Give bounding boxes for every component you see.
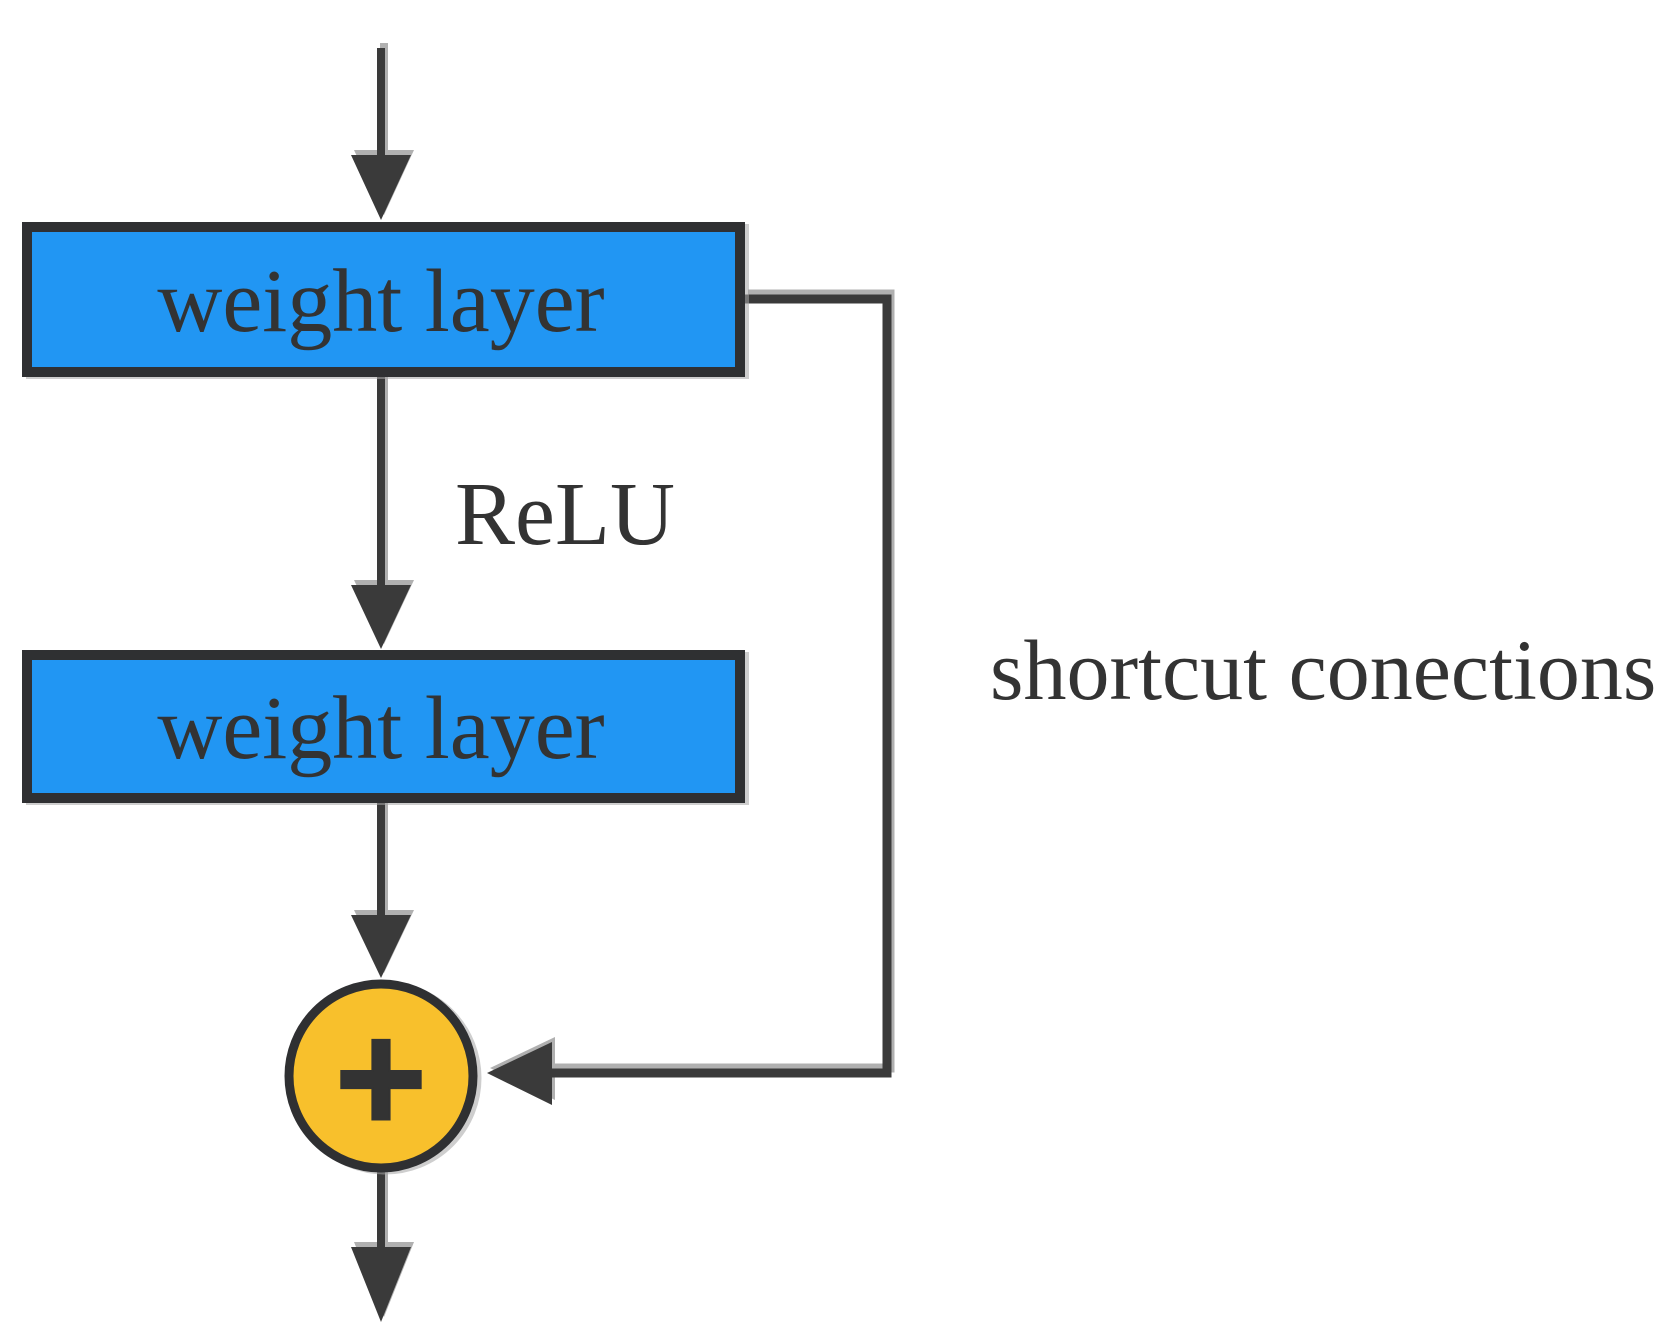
- connectors: [351, 48, 892, 1322]
- weight-layer-box-1: [22, 222, 745, 377]
- weight-layer-label-2: weight layer: [157, 679, 604, 778]
- relu-label: ReLU: [455, 465, 675, 564]
- shortcut-arrowhead-icon: [487, 1042, 552, 1105]
- labels: weight layer weight layer ReLU shortcut …: [157, 252, 1656, 1150]
- shortcut-connections-label: shortcut conections: [990, 622, 1656, 718]
- plus-icon: +: [330, 1005, 432, 1147]
- weight-layer-label-1: weight layer: [157, 252, 604, 351]
- input-arrowhead-icon: [351, 155, 411, 220]
- addition-node: [284, 979, 478, 1173]
- output-arrowhead-icon: [351, 1247, 411, 1322]
- nodes: [22, 222, 745, 1173]
- weight-layer-box-2: [22, 650, 745, 803]
- box2-to-node-arrowhead-icon: [351, 915, 411, 978]
- shortcut-path: [552, 294, 892, 1078]
- relu-arrowhead-icon: [351, 585, 411, 649]
